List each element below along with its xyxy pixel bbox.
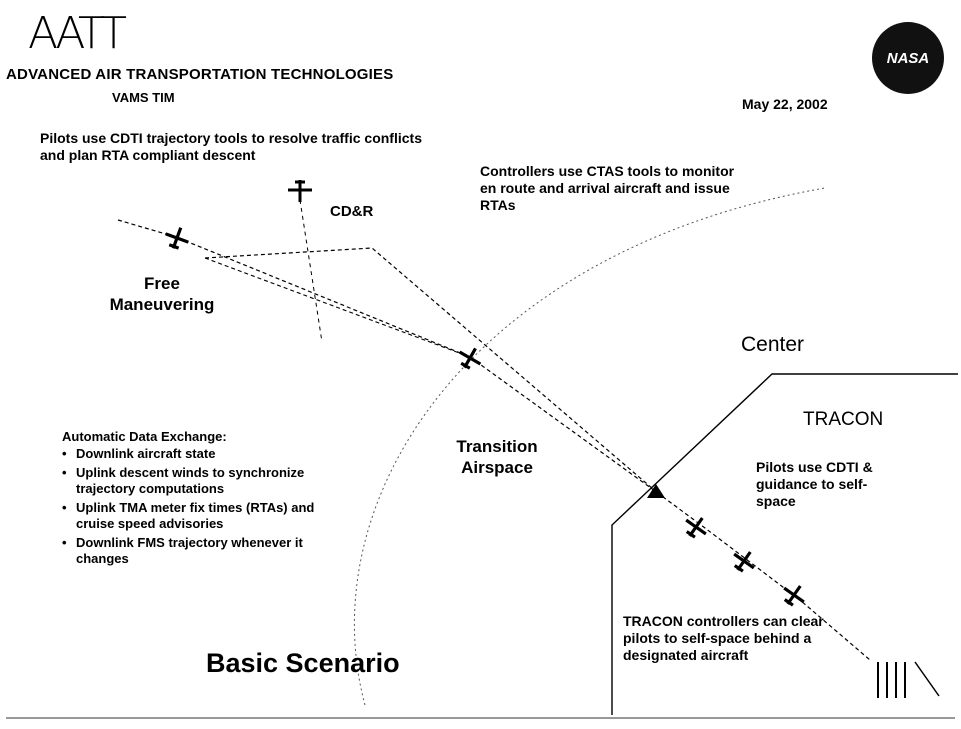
list-item: •Uplink descent winds to synchronize tra… [62, 465, 305, 496]
free-maneuvering-label: Free Maneuvering [109, 274, 215, 314]
cdr-track [299, 199, 323, 343]
resolution-maneuver [204, 247, 661, 496]
controllers-note: Controllers use CTAS tools to monitor en… [480, 163, 735, 213]
cdr-label: CD&R [330, 203, 374, 220]
pilots-cdti-note: Pilots use CDTI trajectory tools to reso… [40, 130, 422, 163]
data-exchange-list: Automatic Data Exchange: •Downlink aircr… [62, 429, 334, 570]
aircraft-icon [783, 585, 805, 607]
aircraft-icon [685, 517, 707, 539]
tracon-label: TRACON [803, 409, 884, 430]
org-name: ADVANCED AIR TRANSPORTATION TECHNOLOGIES [6, 66, 394, 83]
aircraft-icon [165, 227, 189, 250]
nasa-logo: NASA [872, 22, 944, 94]
transition-airspace-label: Transition Airspace [456, 437, 538, 477]
aircraft-icon [288, 180, 312, 202]
aatt-logo: AATT [28, 8, 127, 59]
meeting-date: May 22, 2002 [742, 96, 828, 112]
tracon-pilots-note: Pilots use CDTI & guidance to self-space [756, 459, 873, 509]
center-boundary-arc [353, 187, 826, 706]
scenario-title: Basic Scenario [206, 648, 400, 678]
runway-lines [877, 661, 940, 698]
maneuver-leg [204, 257, 471, 358]
center-label: Center [741, 333, 805, 356]
meeting-name: VAMS TIM [112, 90, 175, 105]
data-exchange-heading: Automatic Data Exchange: [62, 429, 227, 444]
aircraft-icon [647, 484, 665, 498]
list-item: •Downlink aircraft state [62, 446, 216, 461]
aircraft-icon [458, 347, 482, 370]
list-item: •Uplink TMA meter fix times (RTAs) and c… [62, 500, 315, 531]
aircraft-icon [733, 551, 755, 573]
list-item: •Downlink FMS trajectory whenever it cha… [62, 535, 303, 566]
tracon-controllers-note: TRACON controllers can clear pilots to s… [623, 613, 824, 663]
tracon-boundary [611, 373, 958, 715]
